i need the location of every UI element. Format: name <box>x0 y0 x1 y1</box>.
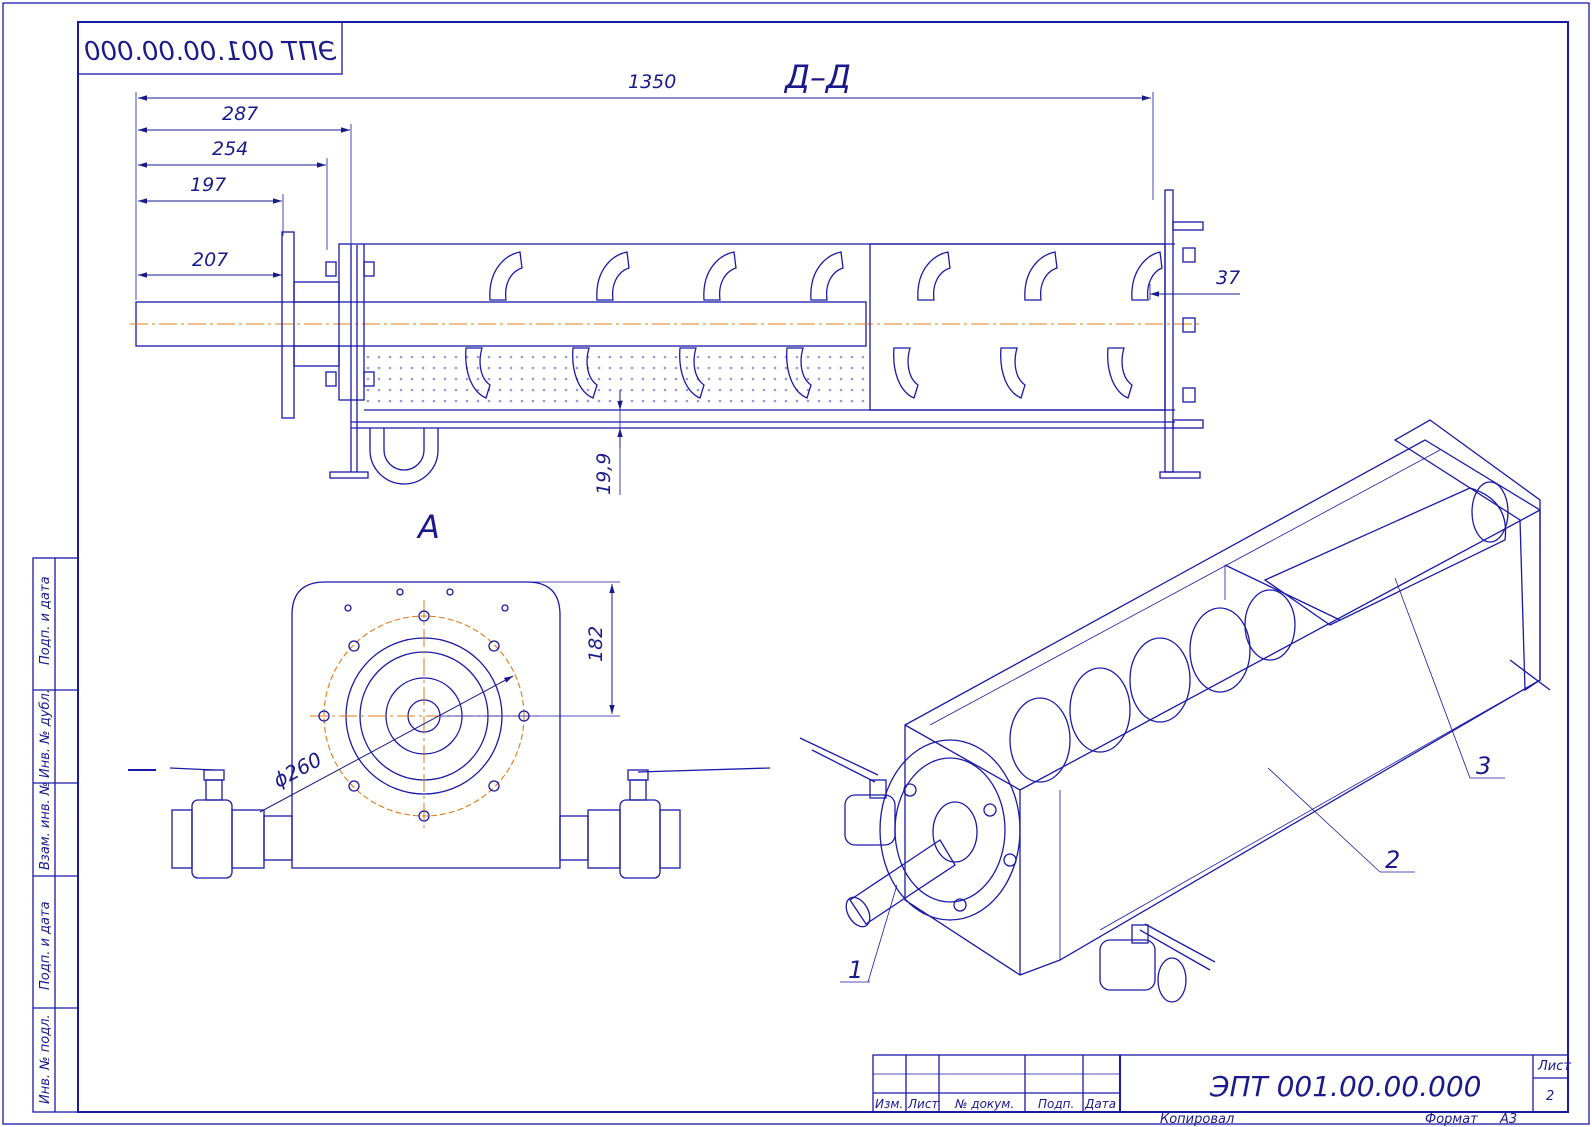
dim-287: 287 <box>222 103 258 125</box>
col-date: Дата <box>1084 1097 1116 1111</box>
format-label: Формат <box>1425 1112 1478 1127</box>
dim-diameter: ϕ260 <box>269 747 326 792</box>
leader-3: 3 <box>1476 752 1491 780</box>
dim-182: 182 <box>585 626 607 662</box>
format-value: А3 <box>1499 1112 1517 1127</box>
col-doc: № докум. <box>954 1097 1014 1111</box>
section-view: Д–Д 1350 287 254 197 207 <box>130 58 1240 495</box>
sheet-number: 2 <box>1546 1089 1554 1104</box>
dim-1350: 1350 <box>628 71 676 93</box>
bolt-holes <box>318 588 530 822</box>
view-a: А 182 ϕ260 <box>128 508 771 879</box>
col-izm: Изм. <box>875 1097 903 1111</box>
stamp-orig-inv: Инв. № подл. <box>38 1014 53 1104</box>
dim-197: 197 <box>190 174 226 196</box>
stamp-sign-date-1: Подп. и дата <box>38 576 53 665</box>
left-ball-valve <box>128 767 293 879</box>
dim-19-9: 19,9 <box>593 453 615 495</box>
right-ball-valve <box>559 767 771 879</box>
side-stamp: Подп. и дата Инв. № дубл. Взам. инв. № П… <box>32 557 79 1113</box>
dim-37: 37 <box>1216 267 1240 289</box>
col-sign: Подп. <box>1038 1097 1074 1111</box>
stamp-dup-inv: Инв. № дубл. <box>38 689 53 778</box>
designation: ЭПТ 001.00.00.000 <box>1209 1070 1481 1103</box>
stamp-sign-date-2: Подп. и дата <box>38 901 53 990</box>
mirrored-code-box: ЭПТ 001.00.00.000 <box>77 21 343 75</box>
leader-1: 1 <box>848 956 863 984</box>
copied-label: Копировал <box>1160 1112 1234 1127</box>
leader-2: 2 <box>1385 846 1400 874</box>
mirrored-doc-code: ЭПТ 001.00.00.000 <box>84 37 337 67</box>
view-label: А <box>416 508 440 546</box>
section-label: Д–Д <box>783 58 851 96</box>
col-list: Лист <box>907 1097 939 1111</box>
dim-207: 207 <box>192 249 228 271</box>
title-block: Изм. Лист № докум. Подп. Дата ЭПТ 001.00… <box>872 1054 1571 1113</box>
dim-254: 254 <box>212 138 248 160</box>
sheet-footer: Копировал Формат А3 <box>1160 1112 1517 1127</box>
iso-left-valve <box>799 737 896 846</box>
iso-bottom-valve <box>1099 923 1216 1003</box>
isometric-view: 1 2 3 <box>799 419 1551 1003</box>
sheet-label: Лист <box>1537 1059 1571 1074</box>
iso-auger <box>1009 589 1296 783</box>
stamp-replace-inv: Взам. инв. № <box>38 782 53 870</box>
auger-flights <box>465 251 1163 399</box>
